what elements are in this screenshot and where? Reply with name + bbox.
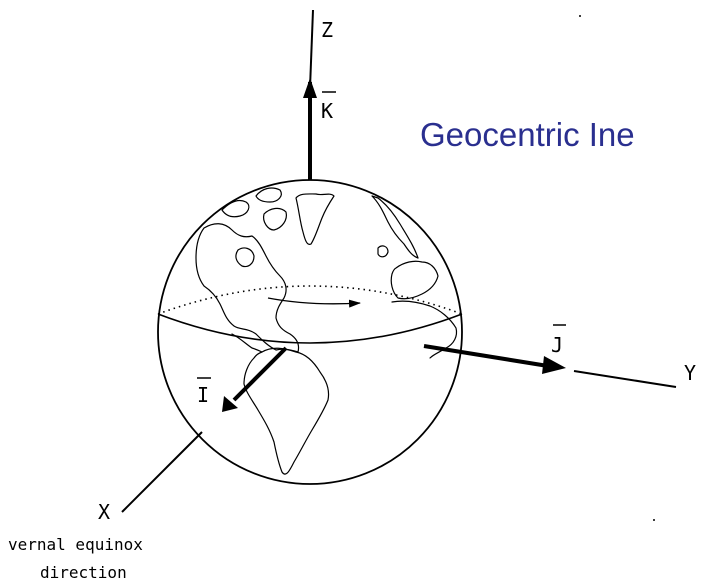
scan-speck-2 xyxy=(653,519,655,521)
vernal-equinox-caption-line-1: vernal equinox xyxy=(8,535,143,554)
greenland-outline xyxy=(295,193,335,245)
y-axis-line xyxy=(573,370,677,388)
i-arrowhead xyxy=(222,396,238,412)
equator-front xyxy=(157,313,463,344)
scan-speck xyxy=(579,15,581,17)
central-america-outline xyxy=(231,333,263,353)
rotation-arrow xyxy=(267,297,361,308)
x-axis-label: X xyxy=(98,500,110,524)
j-unit-vector-label: J xyxy=(551,333,563,357)
africa-outline xyxy=(391,300,458,359)
i-unit-vector xyxy=(232,346,288,402)
british-isles-outline xyxy=(377,245,389,258)
z-axis-label: Z xyxy=(321,18,333,42)
y-axis-label: Y xyxy=(684,361,696,385)
arctic-islands-outline xyxy=(221,199,250,218)
arctic-islands-outline-2 xyxy=(255,187,282,203)
i-unit-vector-label: I xyxy=(197,383,209,407)
x-axis-line xyxy=(121,431,203,513)
baffin-outline xyxy=(263,207,287,231)
j-unit-vector xyxy=(423,344,549,368)
south-america-outline xyxy=(243,347,330,475)
vernal-equinox-caption-line-2: direction xyxy=(40,563,127,582)
k-unit-vector-label: K xyxy=(321,99,333,123)
diagram-title: Geocentric Ine xyxy=(420,116,635,153)
equator-back xyxy=(157,285,463,315)
north-america-outline xyxy=(195,223,300,353)
k-arrowhead xyxy=(303,78,317,98)
j-arrowhead xyxy=(542,356,566,374)
hudson-bay-outline xyxy=(235,247,255,268)
earth-outline xyxy=(157,179,463,485)
z-axis-line xyxy=(309,9,314,89)
scandinavia-outline xyxy=(371,195,419,259)
europe-outline xyxy=(390,260,439,300)
earth-globe xyxy=(157,179,463,485)
